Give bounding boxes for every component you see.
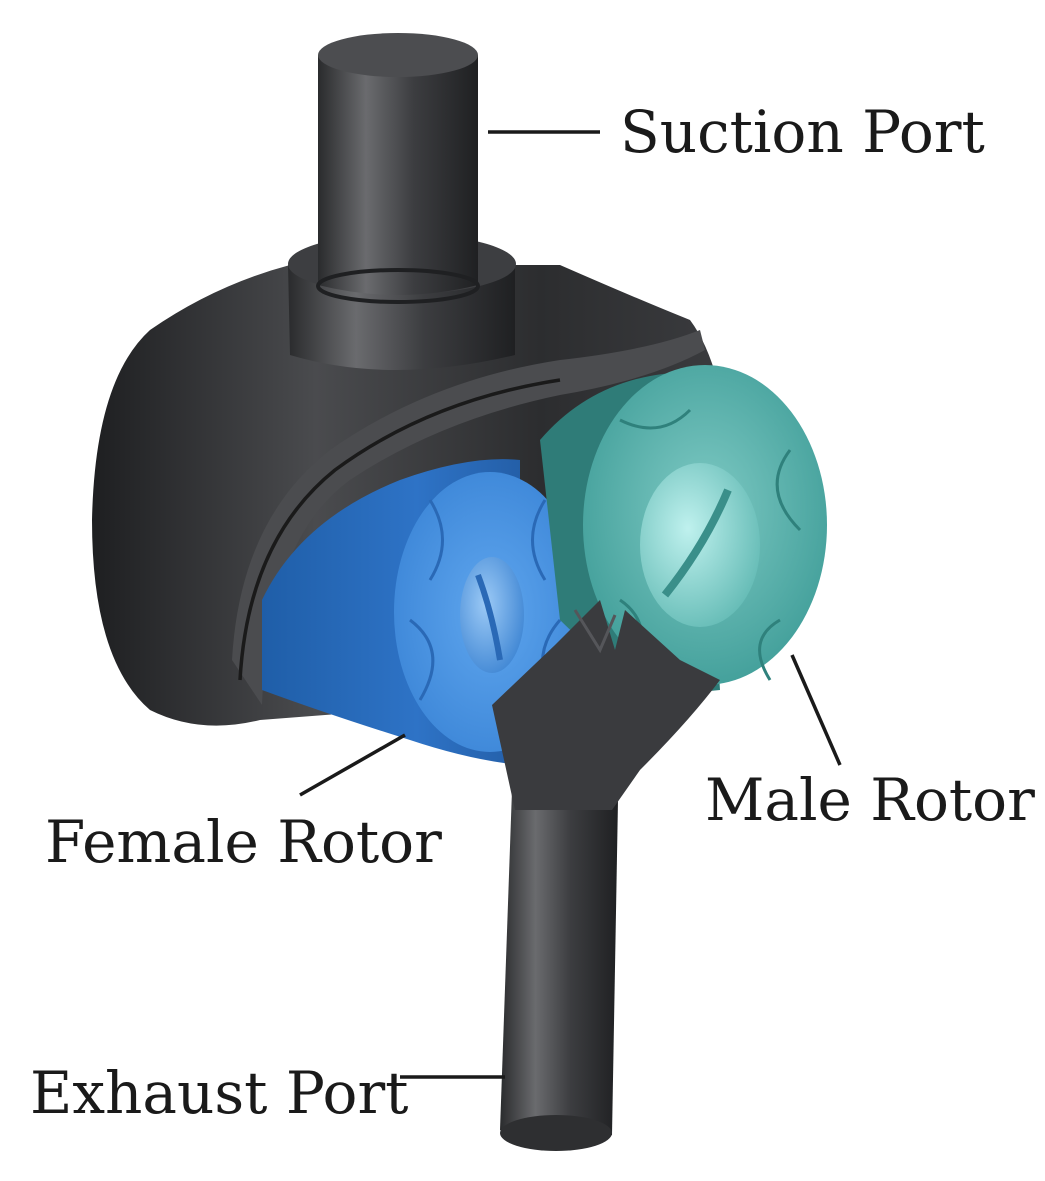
male-rotor-label: Male Rotor: [705, 766, 1035, 834]
male-rotor: [540, 365, 827, 692]
exhaust-pipe: [500, 790, 618, 1151]
exhaust-manifold: [492, 600, 720, 810]
female-rotor-label: Female Rotor: [45, 808, 442, 876]
male-rotor-leader: [790, 654, 842, 766]
suction-port-label: Suction Port: [620, 98, 985, 166]
female-rotor-leader: [299, 733, 406, 797]
exhaust-port-label: Exhaust Port: [30, 1059, 408, 1127]
suction-pipe: [316, 33, 480, 304]
